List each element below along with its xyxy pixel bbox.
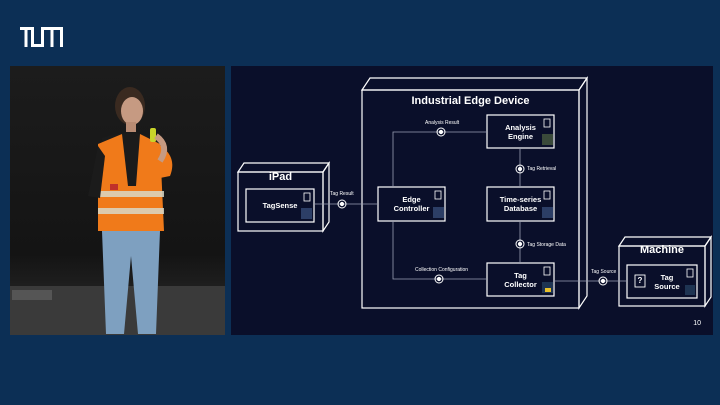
speaker-figure — [10, 66, 225, 335]
tag-retrieval-label: Tag Retrieval — [527, 166, 557, 172]
machine-node — [618, 245, 706, 307]
database-icon — [545, 288, 551, 292]
edge-device-node-side — [578, 76, 588, 310]
analysis-result-label: Analysis Result — [425, 120, 460, 126]
tag-source-component — [626, 264, 698, 299]
tag-result-label: Tag Result — [330, 191, 354, 197]
tagsense-component — [245, 188, 315, 223]
collection-configuration-label: Collection Configuration — [415, 267, 469, 273]
tag-source-label-1: Tag — [660, 273, 674, 282]
question-icon — [634, 274, 646, 288]
tag-collector-component — [486, 262, 555, 297]
tagsense-label: TagSense — [262, 201, 298, 210]
edge-device-node — [361, 89, 580, 309]
tsdb-component — [486, 186, 555, 222]
edge-device-title: Industrial Edge Device — [411, 95, 530, 107]
analysis-engine-label-2: Engine — [507, 132, 533, 141]
edge-controller-label-1: Edge — [402, 195, 421, 204]
device-icon — [301, 134, 695, 295]
tsdb-label-2: Database — [503, 204, 538, 213]
tag-storage-data-label: Tag Storage Data — [527, 242, 566, 248]
speaker-video — [10, 66, 225, 335]
tag-collector-label-1: Tag — [514, 271, 527, 280]
component-icon — [303, 118, 694, 278]
tag-source-interface-label: Tag Source — [591, 269, 617, 275]
tum-logo — [20, 27, 64, 54]
ipad-node — [237, 171, 324, 232]
ipad-title: iPad — [268, 171, 293, 183]
edge-controller-label-2: Controller — [393, 204, 430, 213]
deployment-diagram — [236, 76, 713, 310]
analysis-engine-label-1: Analysis — [505, 123, 536, 132]
slide: Industrial Edge Device iPad Machine TagS… — [231, 66, 713, 335]
analysis-engine-component — [486, 114, 555, 149]
machine-title: Machine — [639, 244, 684, 256]
tum-logo-icon — [20, 27, 63, 47]
tsdb-label-1: Time-series — [499, 195, 542, 204]
slide-page-number: 10 — [693, 320, 701, 327]
edge-device-node-top — [360, 77, 589, 91]
tag-collector-label-2: Collector — [504, 280, 537, 289]
tag-source-label-2: Source — [654, 282, 680, 291]
question-mark: ? — [637, 276, 643, 285]
